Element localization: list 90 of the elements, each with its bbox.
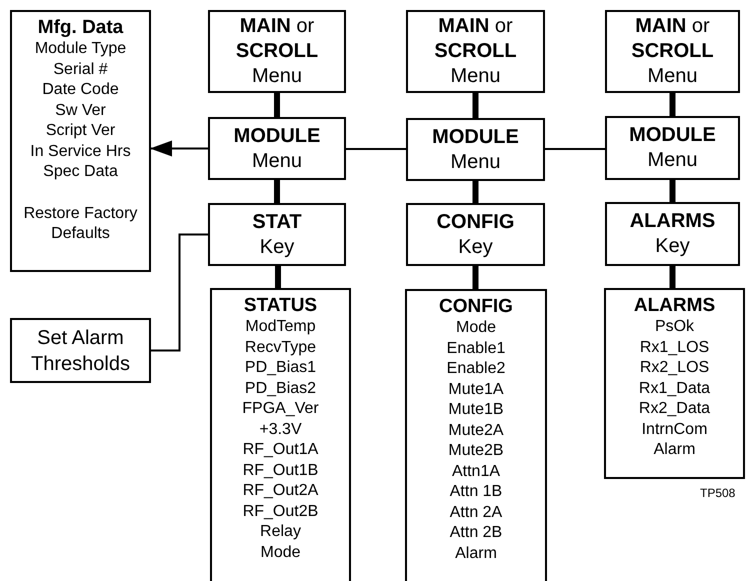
menu-box bbox=[208, 10, 346, 93]
box-text: Relay bbox=[260, 522, 301, 542]
box-text: Enable2 bbox=[446, 359, 506, 379]
box-text: Rx1_Data bbox=[638, 378, 710, 398]
menu-box bbox=[406, 10, 545, 93]
box-heading: STATUS bbox=[244, 294, 318, 317]
box-text: Menu bbox=[647, 148, 698, 173]
box-text: +3.3V bbox=[259, 420, 302, 440]
menu-box bbox=[605, 202, 740, 266]
box-text: PsOk bbox=[654, 317, 694, 337]
box-heading: ALARMS bbox=[634, 294, 716, 317]
box-text: RF_Out1A bbox=[242, 440, 318, 460]
box-text: RecvType bbox=[244, 338, 316, 358]
menu-box bbox=[406, 203, 545, 266]
box-text: Attn 1B bbox=[450, 482, 502, 502]
box-text: Mode bbox=[456, 318, 496, 338]
box-text: In Service Hrs bbox=[30, 142, 131, 162]
box-text: PD_Bias2 bbox=[244, 378, 316, 398]
box-text: Menu bbox=[450, 64, 501, 89]
box-text: Spec Data bbox=[43, 162, 118, 182]
box-text: Rx2_LOS bbox=[640, 358, 710, 378]
box-text: Mute2A bbox=[448, 420, 504, 440]
box-text: Script Ver bbox=[46, 121, 116, 141]
box-text: Alarm bbox=[654, 440, 696, 460]
box-text: Mute1B bbox=[448, 400, 504, 420]
connector-line bbox=[472, 181, 478, 203]
box-text: Sw Ver bbox=[55, 100, 106, 120]
figure-number: TP508 bbox=[700, 485, 736, 502]
box-text: Key bbox=[458, 234, 493, 260]
box-text: Serial # bbox=[53, 60, 108, 80]
connector-line bbox=[670, 93, 676, 116]
arrow bbox=[150, 140, 208, 156]
parameter-list-box bbox=[604, 288, 745, 479]
box-heading: MODULE bbox=[432, 124, 519, 150]
menu-box bbox=[208, 203, 346, 266]
box-text: Rx2_Data bbox=[638, 399, 710, 419]
action-box bbox=[10, 318, 151, 383]
box-text: RF_Out2B bbox=[242, 502, 318, 522]
box-heading: MAIN or SCROLL bbox=[234, 14, 320, 64]
connector-line bbox=[151, 234, 208, 352]
box-text: Alarm bbox=[455, 544, 497, 564]
box-heading: STAT bbox=[252, 210, 302, 234]
box-heading: CONFIG bbox=[436, 210, 514, 234]
box-text: Restore Factory Defaults bbox=[22, 204, 138, 244]
box-text: Key bbox=[655, 234, 690, 259]
box-text: Rx1_LOS bbox=[640, 338, 710, 358]
box-text: Attn1A bbox=[452, 462, 500, 482]
menu-box bbox=[605, 10, 740, 93]
box-text: Set Alarm Thresholds bbox=[30, 326, 131, 376]
box-text: Module Type bbox=[34, 39, 126, 59]
connector-line bbox=[545, 148, 605, 150]
connector-line bbox=[472, 93, 478, 118]
menu-box bbox=[406, 118, 545, 181]
connector-line bbox=[274, 180, 280, 203]
box-text: FPGA_Ver bbox=[242, 399, 319, 419]
box-text: Menu bbox=[450, 150, 501, 174]
connector-line bbox=[670, 180, 676, 202]
parameter-list-box bbox=[10, 10, 151, 272]
menu-box bbox=[605, 116, 740, 180]
parameter-list-box bbox=[405, 289, 547, 581]
box-text: Enable1 bbox=[446, 338, 506, 358]
box-heading: Mfg. Data bbox=[38, 16, 124, 39]
box-text: RF_Out2A bbox=[242, 481, 318, 501]
box-text: RF_Out1B bbox=[242, 460, 318, 480]
connector-line bbox=[670, 266, 676, 288]
box-text: Mute2B bbox=[448, 441, 504, 461]
box-text: Key bbox=[260, 234, 294, 260]
connector-line bbox=[275, 266, 281, 288]
box-text: Attn 2B bbox=[450, 523, 502, 543]
box-heading: MODULE bbox=[629, 123, 716, 148]
box-text: Mode bbox=[260, 542, 301, 562]
box-text: Date Code bbox=[42, 80, 119, 100]
menu-box bbox=[208, 117, 346, 180]
connector-line bbox=[346, 148, 406, 150]
parameter-list-box bbox=[210, 288, 351, 581]
connector-line bbox=[472, 266, 478, 289]
connector-line bbox=[274, 93, 280, 117]
box-text: Mute1A bbox=[448, 380, 504, 400]
box-heading: MAIN or SCROLL bbox=[433, 14, 518, 64]
box-text: Attn 2A bbox=[450, 502, 502, 522]
box-heading: ALARMS bbox=[630, 209, 716, 234]
box-text: Menu bbox=[252, 64, 302, 89]
box-text: ModTemp bbox=[245, 317, 316, 337]
box-heading: CONFIG bbox=[439, 295, 513, 318]
box-heading: MODULE bbox=[234, 124, 320, 148]
box-text: Menu bbox=[647, 64, 698, 89]
box-text: Menu bbox=[252, 148, 302, 174]
box-heading: MAIN or SCROLL bbox=[630, 14, 715, 64]
box-text: PD_Bias1 bbox=[244, 358, 316, 378]
box-text: IntrnCom bbox=[642, 420, 708, 440]
